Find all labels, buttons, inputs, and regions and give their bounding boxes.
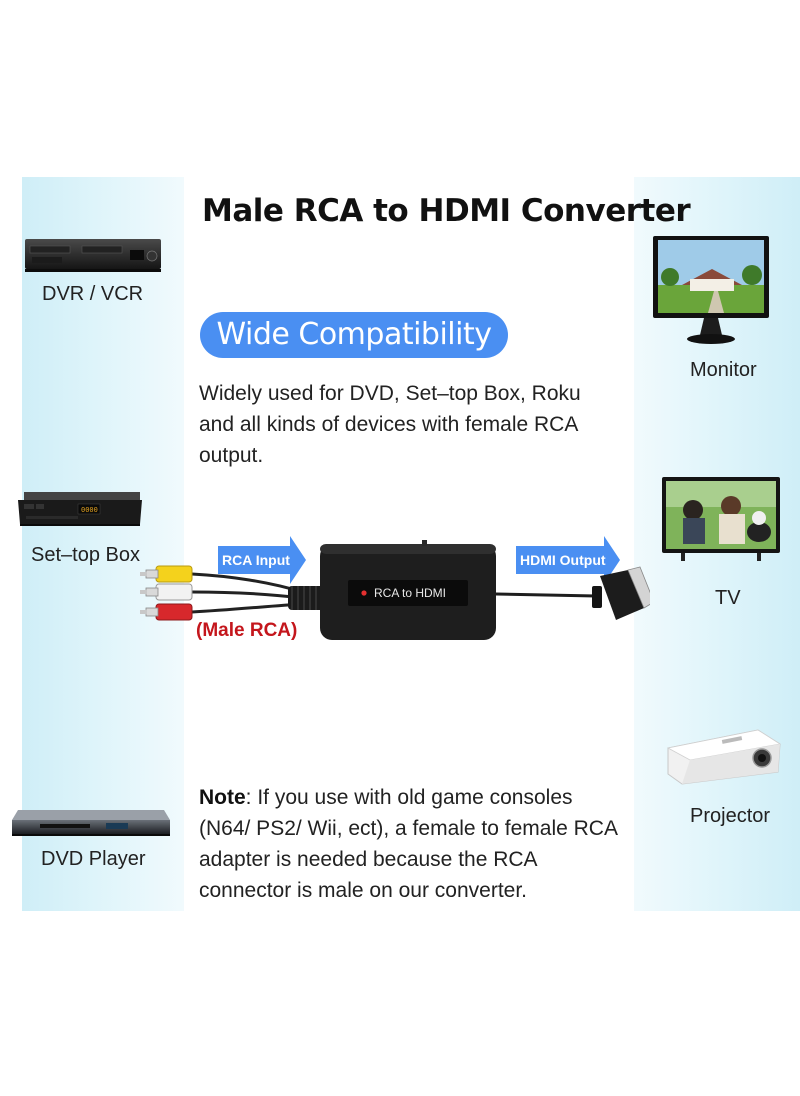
device-label-tv: TV (715, 587, 741, 609)
description-text: Widely used for DVD, Set–top Box, Roku a… (199, 382, 581, 467)
hdmi-output-label-wrap: HDMI Output (516, 546, 626, 574)
converter-label-panel (348, 580, 468, 606)
device-label-dvr-vcr: DVR / VCR (42, 283, 144, 305)
converter-diagram (140, 536, 650, 640)
rca-input-label: RCA Input (222, 552, 290, 568)
dvd-player-icon (12, 810, 170, 836)
left-device-panel (22, 177, 184, 911)
device-label-dvd-player: DVD Player (41, 848, 146, 870)
rca-input-label-wrap: RCA Input (218, 546, 300, 574)
note-label: Note (199, 786, 246, 809)
device-label-projector: Projector (690, 805, 771, 827)
rca-plug-yellow (140, 565, 193, 583)
monitor-icon (653, 236, 769, 344)
hdmi-output-arrow (516, 536, 620, 584)
converter-device-label: RCA to HDMI (374, 586, 447, 600)
note-text: Note: If you use with old game consoles … (199, 782, 624, 906)
rca-plug-red (140, 603, 193, 621)
rca-input-arrow (218, 536, 306, 584)
device-label-set-top-box: Set–top Box (31, 544, 140, 566)
dvr-vcr-icon (25, 239, 161, 272)
hdmi-plug (592, 566, 650, 620)
page-title: Male RCA to HDMI Converter (202, 193, 691, 229)
svg-text:0000: 0000 (81, 506, 98, 514)
cable-strain-relief (288, 586, 324, 610)
power-led (361, 590, 367, 596)
set-top-box-icon: 0000 (18, 492, 142, 526)
rca-plug-white (140, 583, 193, 601)
note-body: : If you use with old game consoles (N64… (199, 786, 617, 902)
tv-icon (662, 477, 780, 561)
projector-icon (666, 729, 782, 785)
hdmi-output-label: HDMI Output (520, 552, 606, 568)
male-rca-label: (Male RCA) (196, 620, 298, 641)
wide-compatibility-badge: Wide Compatibility (200, 312, 508, 358)
device-label-monitor: Monitor (690, 359, 757, 381)
